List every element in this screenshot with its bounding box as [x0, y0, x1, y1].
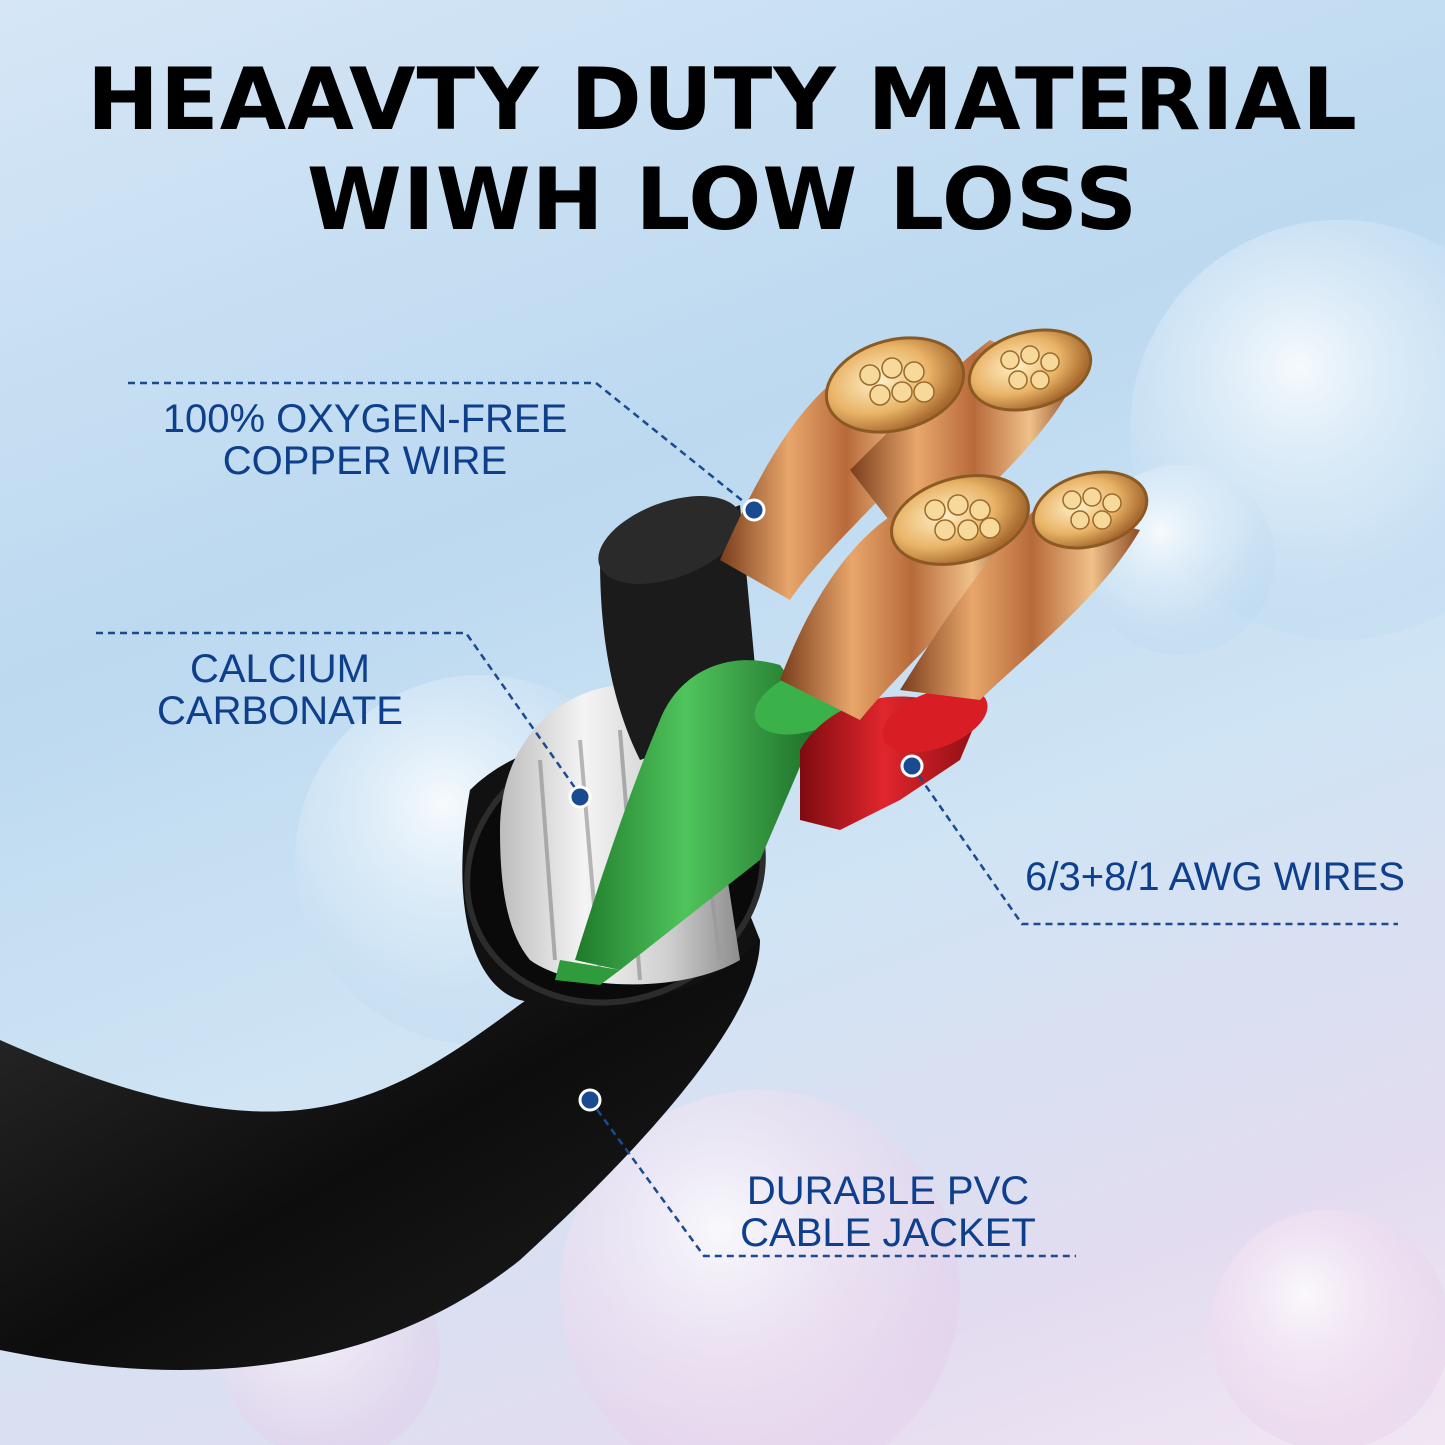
dot-gauge: [900, 754, 924, 778]
leader-jacket: [588, 1099, 1076, 1258]
callout-filler-line-1: CALCIUM: [189, 647, 371, 691]
callout-jacket: DURABLE PVC CABLE JACKET: [718, 1170, 1058, 1254]
leader-gauge: [910, 765, 1398, 926]
wire-red: [800, 687, 988, 830]
callout-jacket-line-2: CABLE JACKET: [740, 1211, 1036, 1255]
leader-dots: [568, 498, 924, 1112]
leader-copper: [128, 381, 755, 511]
callout-copper: 100% OXYGEN-FREE COPPER WIRE: [140, 398, 590, 482]
headline-line-1: HEAAVTY DUTY MATERIAL: [87, 50, 1358, 150]
page-headline: HEAAVTY DUTY MATERIAL WIWH LOW LOSS: [0, 50, 1445, 250]
leader-lines: [96, 381, 1398, 1258]
copper-strands: [720, 328, 1149, 720]
dot-jacket: [578, 1088, 602, 1112]
callout-filler: CALCIUM CARBONATE: [130, 648, 430, 732]
callout-copper-line-2: COPPER WIRE: [222, 439, 508, 483]
leader-filler: [96, 631, 582, 796]
dot-filler: [568, 785, 592, 809]
callout-gauge: 6/3+8/1 AWG WIRES: [1000, 856, 1430, 898]
headline-line-2: WIWH LOW LOSS: [306, 150, 1139, 250]
callout-gauge-line-1: 6/3+8/1 AWG WIRES: [1025, 855, 1405, 899]
callout-copper-line-1: 100% OXYGEN-FREE: [162, 397, 568, 441]
callout-jacket-line-1: DURABLE PVC: [746, 1169, 1030, 1213]
dot-copper: [742, 498, 766, 522]
callout-filler-line-2: CARBONATE: [157, 689, 403, 733]
